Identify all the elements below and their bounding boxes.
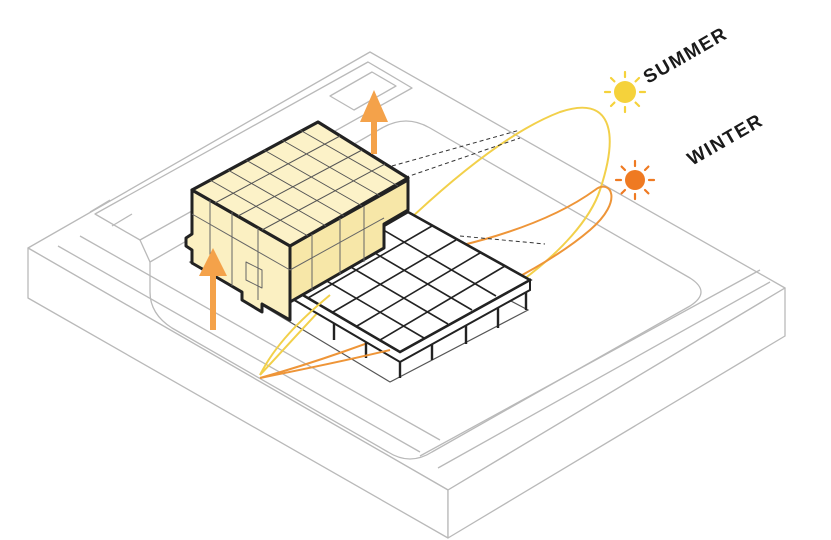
winter-sun [614, 159, 656, 201]
building-front-face [184, 188, 292, 322]
airflow-arrows [199, 90, 388, 330]
site-right-face [447, 287, 786, 539]
sun-icon [603, 70, 647, 114]
winter-label: WINTER [684, 110, 767, 170]
arrow-up-icon [199, 248, 227, 330]
main-building [184, 120, 410, 322]
sun-paths-front [259, 294, 391, 379]
building-roof [190, 120, 410, 248]
building-side-face [288, 178, 410, 304]
summer-label: SUMMER [640, 23, 731, 88]
sun-icon [614, 159, 656, 201]
arrow-up-icon [360, 90, 388, 154]
summer-sun [603, 70, 647, 114]
sun-ray-lines [391, 129, 546, 245]
